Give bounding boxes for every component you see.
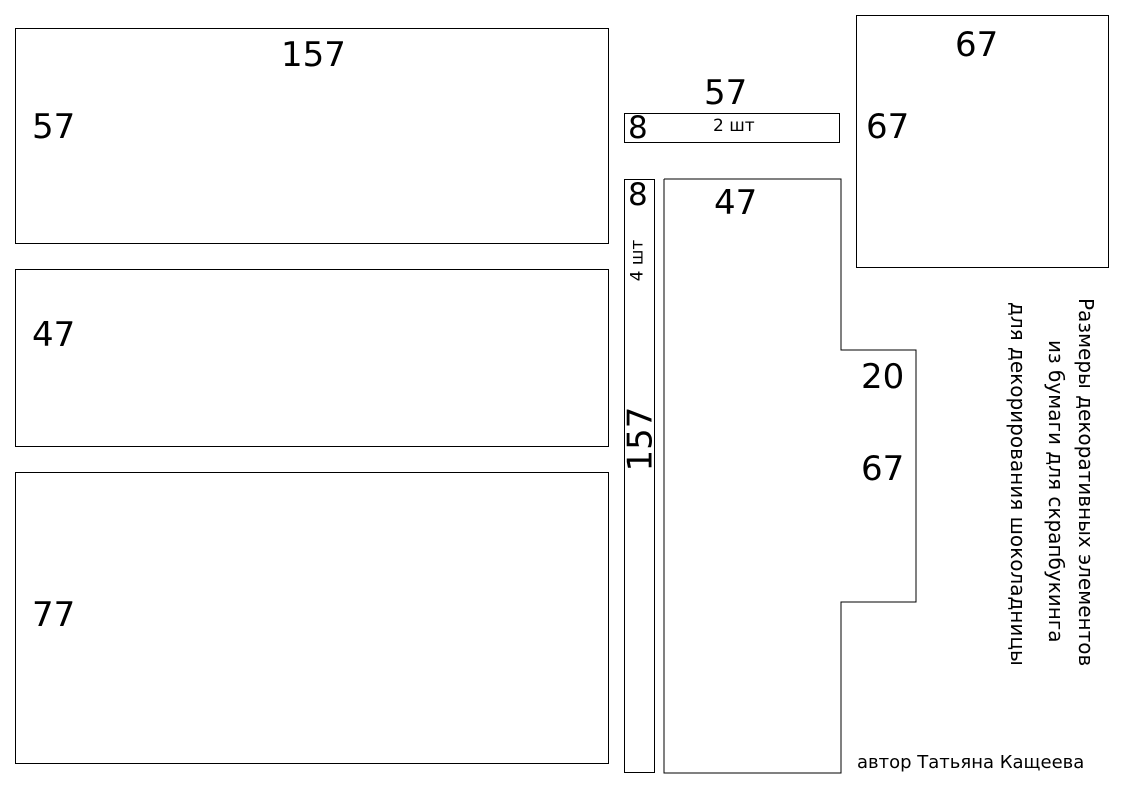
strip-vertical-width-label: 8 [628,177,648,213]
strip-horizontal-width-label: 57 [704,73,748,113]
caption-line-3: для декорирования шоколадницы [1006,302,1030,666]
caption-line-1: Размеры декоративных элементов [1074,298,1098,667]
notched-piece-tab-height-label: 67 [861,449,905,489]
author-credit: автор Татьяна Кащеева [857,752,1085,773]
piece-157x47-height-label: 47 [32,315,76,355]
piece-67x67 [856,15,1109,268]
strip-horizontal-qty-label: 2 шт [713,116,755,136]
piece-157x57 [15,28,609,244]
piece-157x77-height-label: 77 [32,595,76,635]
notched-piece-tab-depth-label: 20 [861,357,905,397]
piece-157x57-height-label: 57 [32,107,76,147]
piece-157x77 [15,472,609,764]
strip-vertical [624,179,655,773]
notched-piece-width-label: 47 [714,183,758,223]
caption-line-2: из бумаги для скрапбукинга [1044,340,1068,643]
piece-67x67-height-label: 67 [866,107,910,147]
notched-piece-shape [663,178,917,774]
piece-67x67-width-label: 67 [955,25,999,65]
piece-157x47 [15,269,609,447]
piece-157x57-width-label: 157 [281,35,346,75]
strip-horizontal [624,113,840,143]
strip-horizontal-height-label: 8 [628,110,648,146]
